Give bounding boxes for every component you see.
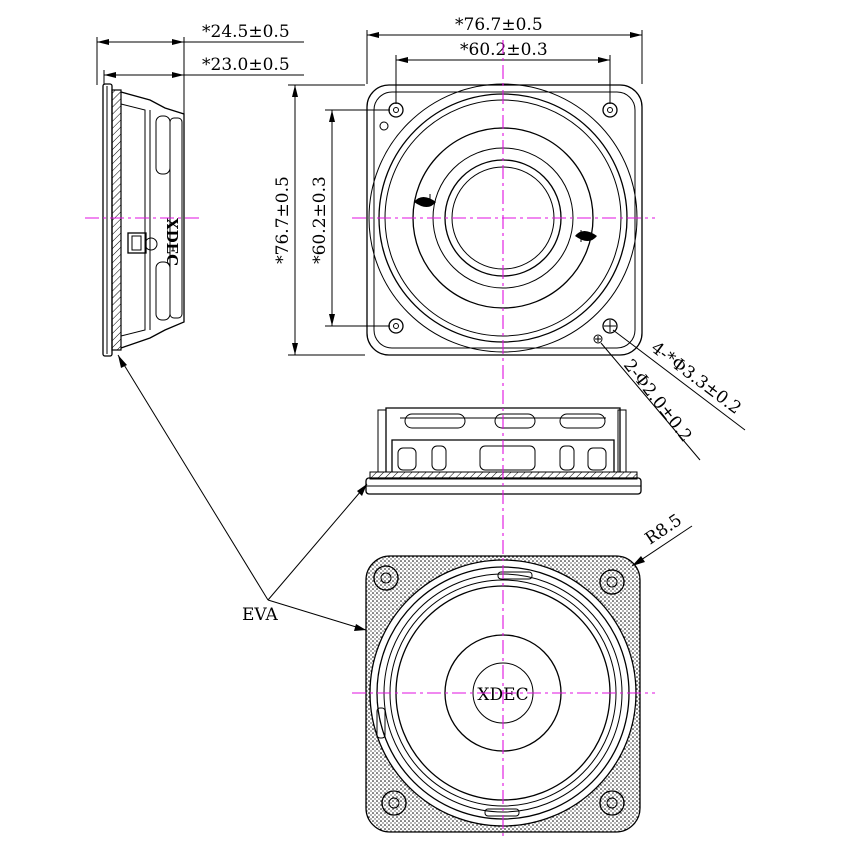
- front-height-outer-label: *76.7±0.5: [273, 176, 293, 264]
- side-depth-inner-label: *23.0±0.5: [202, 55, 290, 75]
- front-view: [366, 83, 643, 356]
- corner-radius-callout: R8.5: [631, 510, 693, 567]
- side-depth-outer-label: *24.5±0.5: [202, 22, 290, 42]
- side-view: XDEC: [85, 37, 200, 357]
- eva-label: EVA: [242, 605, 279, 625]
- front-height-holes-label: *60.2±0.3: [310, 176, 330, 264]
- side-brand-text: XDEC: [163, 218, 181, 266]
- front-dimensions: *76.7±0.5 *60.2±0.3 *76.7±0.5 *60.2±0.3 …: [273, 15, 746, 461]
- side-depth-dimensions: *24.5±0.5 *23.0±0.5: [97, 22, 304, 78]
- centerlines: [352, 40, 655, 840]
- eva-callout: EVA: [117, 354, 368, 631]
- corner-radius-label: R8.5: [642, 510, 686, 549]
- front-width-holes-label: *60.2±0.3: [460, 40, 548, 60]
- front-width-outer-label: *76.7±0.5: [455, 15, 543, 35]
